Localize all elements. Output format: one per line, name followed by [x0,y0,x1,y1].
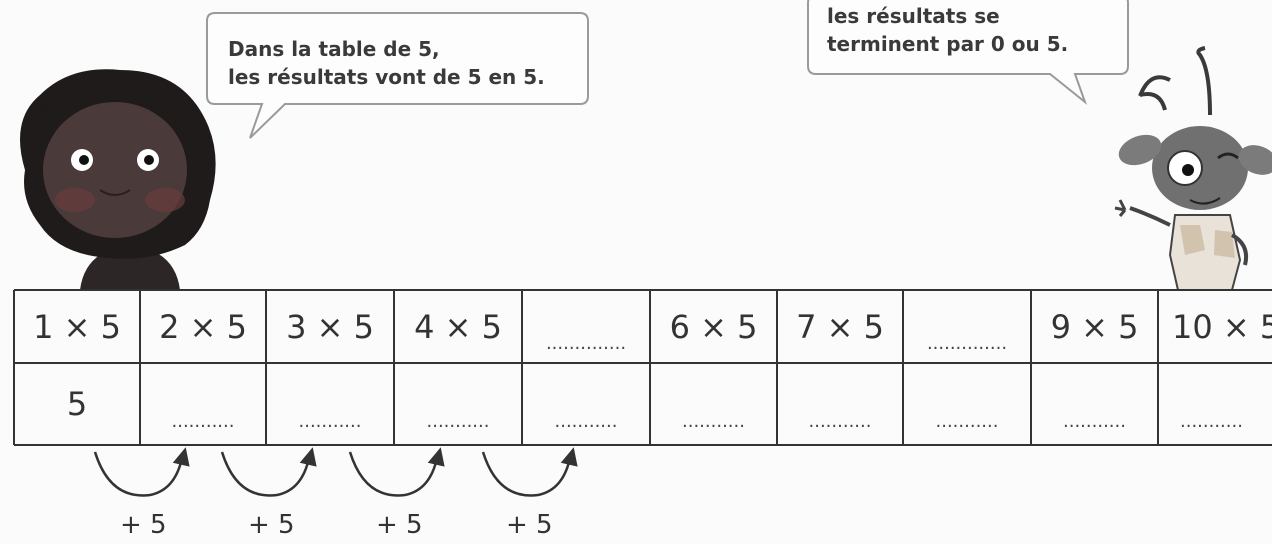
girl-bubble-line-1: Dans la table de 5, [228,37,440,61]
table-blank-bottom[interactable]: ........... [426,411,490,432]
step-label: + 5 [248,510,295,540]
table-cell-top: 9 × 5 [1050,308,1139,346]
table-blank-bottom[interactable]: ........... [171,411,235,432]
table-blank-bottom[interactable]: ........... [298,411,362,432]
table-blank-top[interactable]: .............. [926,333,1008,354]
table-cell-top: 6 × 5 [669,308,758,346]
alien-speech-bubble [807,0,1129,105]
alien-character-icon [1114,46,1272,291]
alien-bubble-line-2: terminent par 0 ou 5. [827,32,1069,56]
girl-bubble-line-2: les résultats vont de 5 en 5. [228,65,545,89]
table-cell-top: 7 × 5 [796,308,884,346]
curved-arrow-icon [93,447,578,497]
girl-bubble-text: Dans la table de 5, les résultats vont d… [228,35,545,91]
step-label: + 5 [376,510,423,540]
table-cell-top: 4 × 5 [414,308,502,346]
table-blank-top[interactable]: .............. [545,333,627,354]
table-blank-bottom[interactable]: ........... [554,411,618,432]
table-blank-bottom[interactable]: ........... [1063,411,1126,432]
table-blank-bottom[interactable]: ........... [682,411,745,432]
table-blank-bottom[interactable]: ........... [935,411,999,432]
table-cell-bottom: 5 [66,385,88,423]
table-cell-top: 2 × 5 [159,308,247,346]
step-label: + 5 [120,510,167,540]
table-cell-top: 10 × 5 [1172,308,1272,346]
girl-character-icon [20,69,216,290]
step-label: + 5 [506,510,553,540]
table-cell-top: 1 × 5 [33,308,121,346]
table-blank-bottom[interactable]: ........... [808,411,872,432]
multiplication-table-grid [13,289,1272,446]
alien-bubble-text: les résultats se terminent par 0 ou 5. [827,2,1068,58]
girl-speech-bubble [206,12,589,139]
table-blank-bottom[interactable]: ........... [1180,411,1243,432]
table-cell-top: 3 × 5 [286,308,374,346]
alien-bubble-line-1: les résultats se [827,4,1000,28]
